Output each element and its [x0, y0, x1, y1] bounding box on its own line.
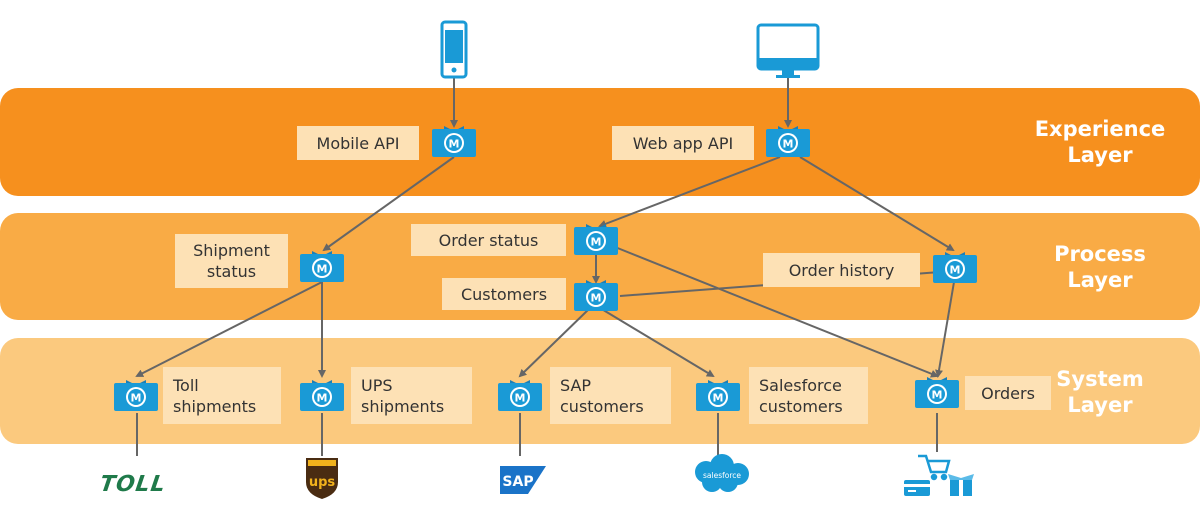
- sap-customers-label: SAP customers: [550, 367, 671, 424]
- salesforce-logo-text: salesforce: [703, 471, 741, 480]
- salesforce-customers-label: Salesforce customers: [749, 367, 868, 424]
- customers-api-icon: [574, 280, 618, 311]
- package-box-icon: [948, 474, 974, 496]
- mobile-api-label: Mobile API: [297, 126, 419, 160]
- connector-web-orderstatus: [598, 156, 781, 228]
- order-status-label: Order status: [411, 224, 566, 256]
- toll-shipments-label: Toll shipments: [163, 367, 281, 424]
- order-status-api-icon: [574, 224, 618, 255]
- desktop-monitor-icon: [756, 23, 820, 78]
- salesforce-cloud-logo: [695, 454, 749, 492]
- connector-web-orderhistory: [799, 156, 955, 252]
- experience-layer-title: Experience Layer: [1034, 117, 1166, 167]
- web-app-api-label: Web app API: [612, 126, 754, 160]
- mobile-phone-icon: [440, 20, 468, 79]
- orders-label: Orders: [965, 376, 1051, 410]
- order-history-label: Order history: [763, 253, 920, 287]
- connector-customers-salesforce: [599, 307, 715, 378]
- sap-logo-text: SAP: [502, 474, 533, 490]
- web-app-api-icon: [766, 126, 810, 157]
- ups-logo: [306, 458, 338, 499]
- connector-customers-sap: [518, 307, 591, 378]
- toll-logo: TOLL: [98, 472, 168, 497]
- shipment-status-label: Shipment status: [175, 234, 288, 288]
- ups-logo-text: ups: [309, 475, 336, 490]
- mobile-api-icon: [432, 126, 476, 157]
- shipment-status-api-icon: [300, 251, 344, 282]
- shopping-cart-icon: [918, 454, 951, 481]
- process-layer-title: Process Layer: [1054, 242, 1146, 292]
- sap-logo: [500, 466, 546, 494]
- connector-orderstatus-orders: [609, 244, 939, 378]
- system-layer-title: System Layer: [1056, 367, 1144, 417]
- connector-mobile-shipment: [322, 156, 455, 252]
- order-history-api-icon: [933, 252, 977, 283]
- toll-shipments-api-icon: [114, 380, 158, 411]
- ups-shipments-label: UPS shipments: [351, 367, 472, 424]
- salesforce-customers-api-icon: [696, 380, 740, 411]
- credit-card-icon: [904, 480, 930, 496]
- experience-layer-band: [0, 88, 1200, 196]
- sap-customers-api-icon: [498, 380, 542, 411]
- connector-orderhistory-orders: [935, 281, 955, 378]
- orders-api-icon: [915, 377, 959, 408]
- ups-shipments-api-icon: [300, 380, 344, 411]
- connector-shipment-toll: [135, 281, 323, 377]
- customers-label: Customers: [442, 278, 566, 310]
